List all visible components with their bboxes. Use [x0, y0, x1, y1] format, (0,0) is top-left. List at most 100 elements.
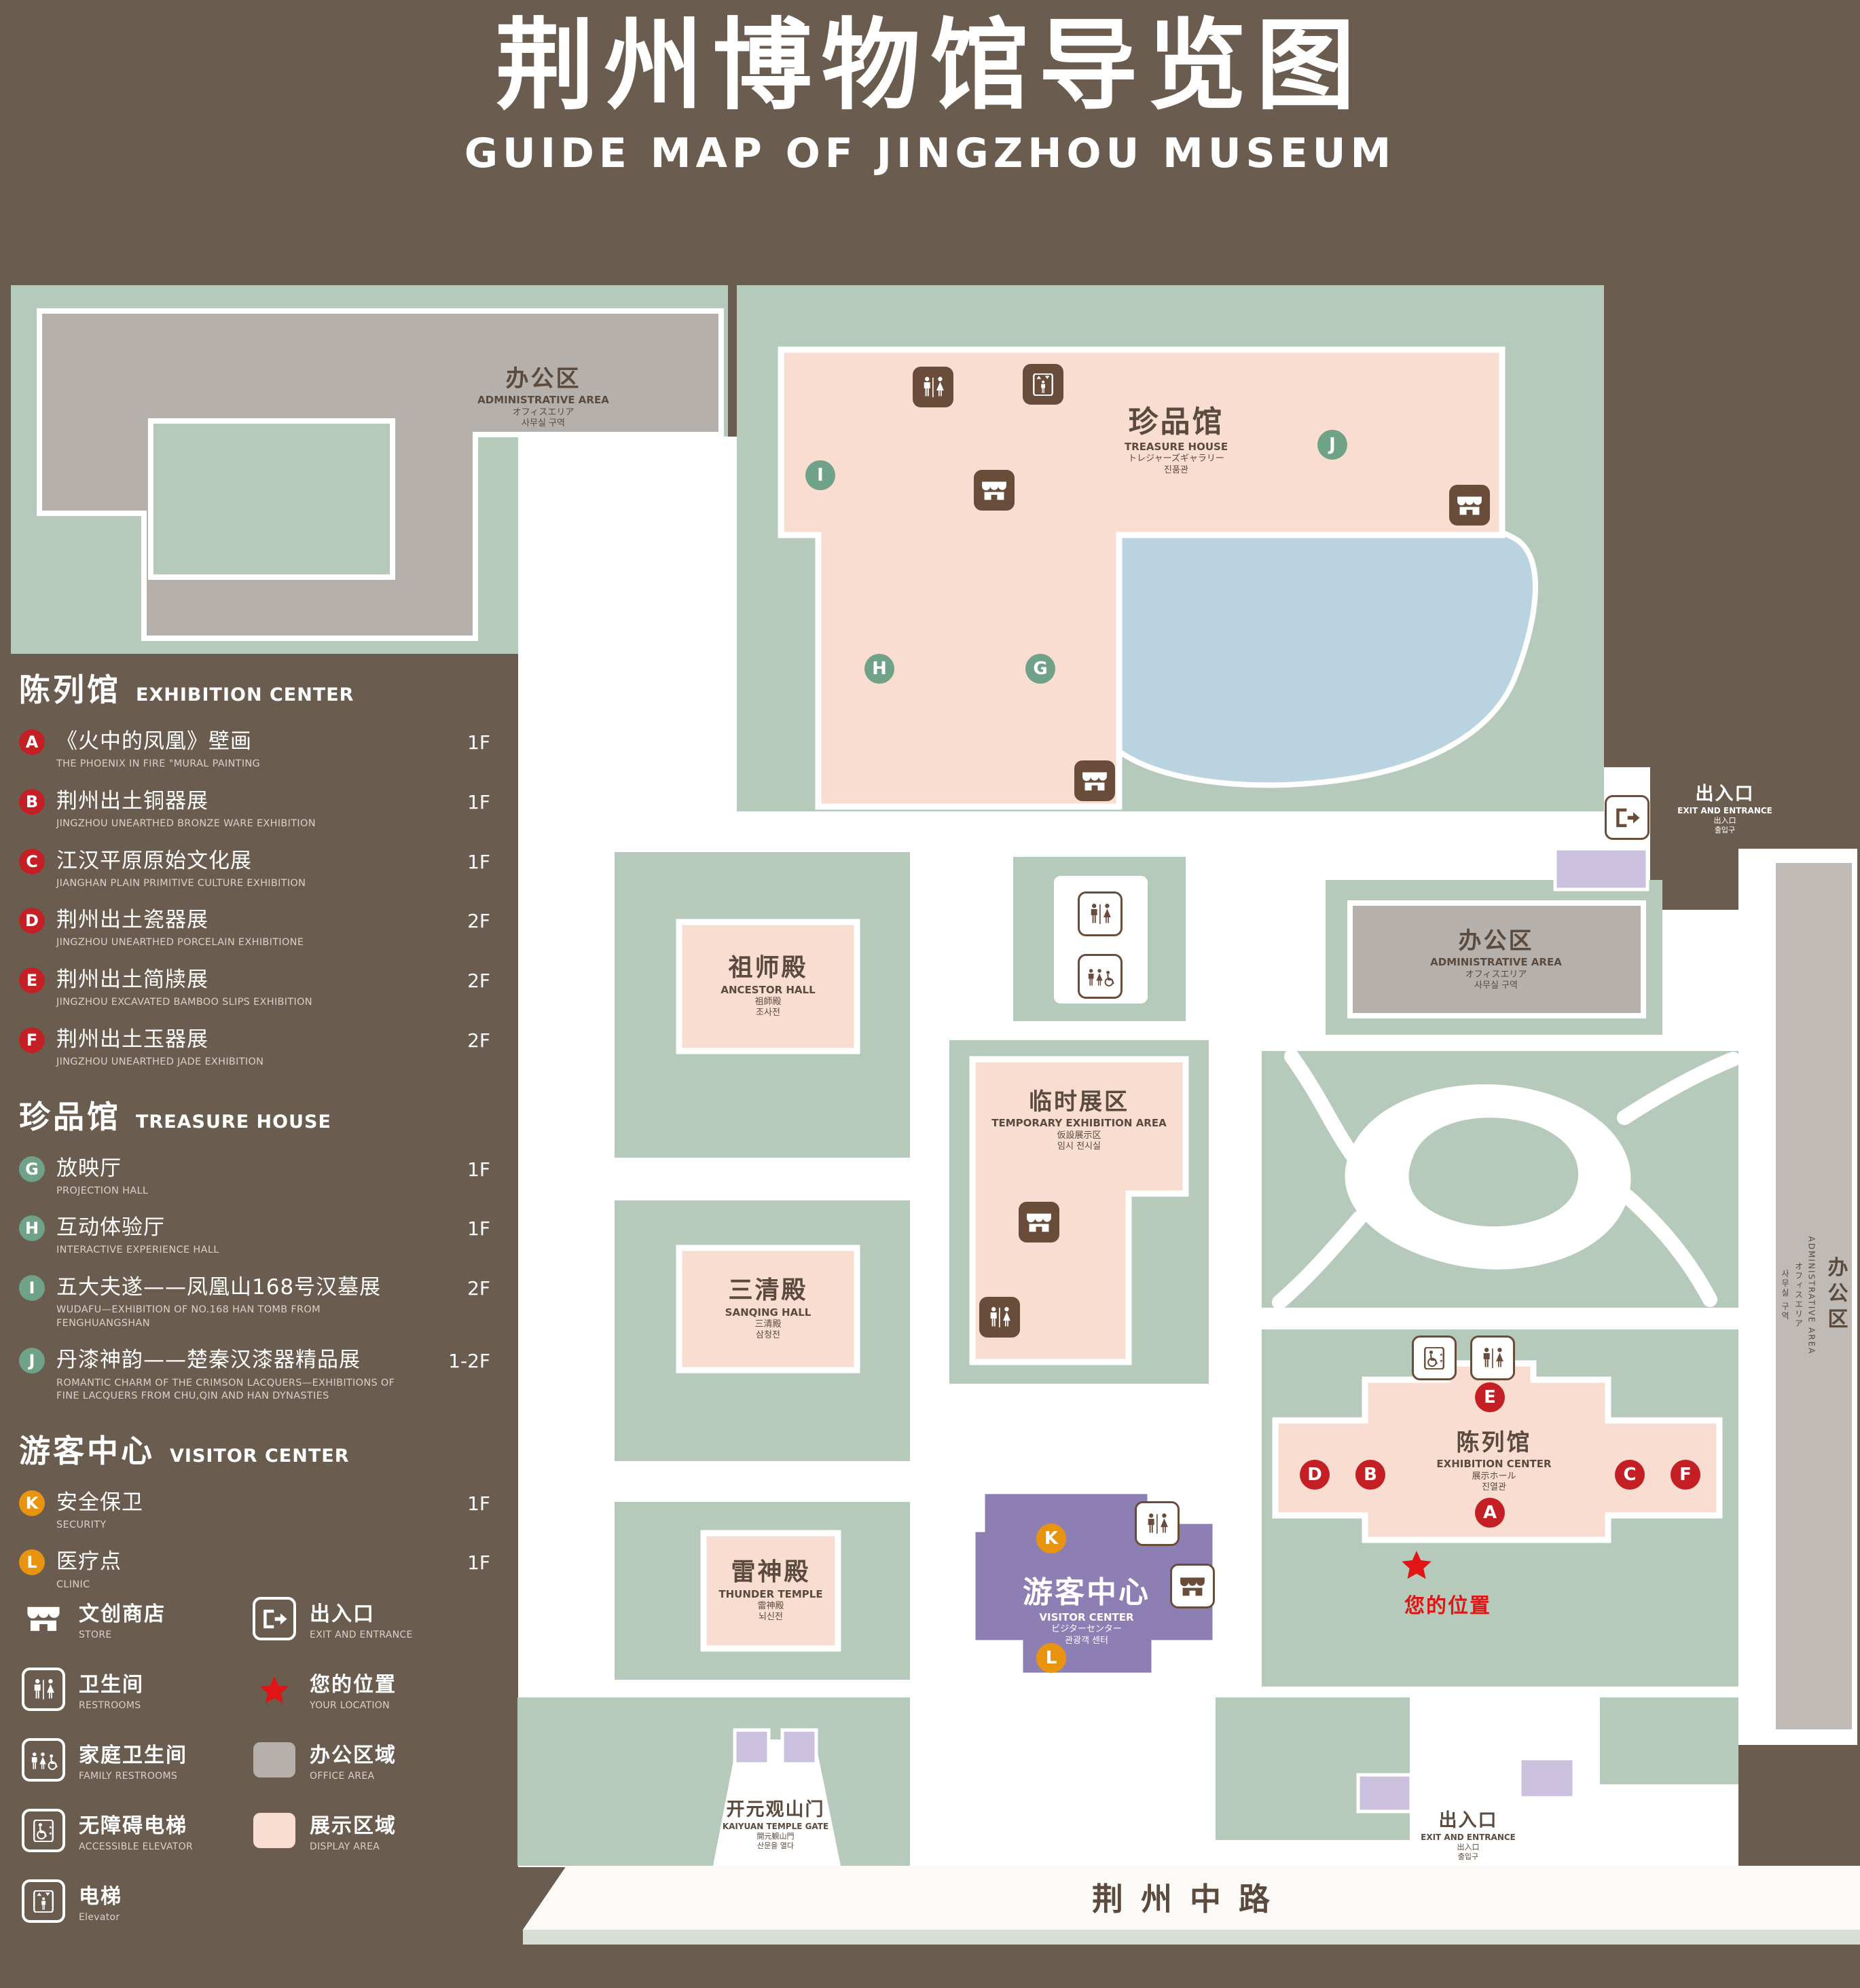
map-elevator-icon: [1023, 364, 1063, 405]
marker-badge-l: L: [19, 1549, 45, 1576]
legend-heading-treasure-house: 珍品馆 TREASURE HOUSE: [19, 1098, 331, 1135]
road-sidewalk: [523, 1930, 1860, 1945]
map-marker-d: D: [1300, 1460, 1330, 1490]
map-marker-i: I: [805, 460, 835, 490]
map-marker-g: G: [1025, 654, 1055, 684]
floor-label: 2F: [467, 970, 490, 992]
garden-island: [1408, 1118, 1579, 1227]
map-marker-k: K: [1036, 1524, 1066, 1553]
marker-badge-b: B: [19, 788, 45, 815]
legend-symbol-display-area: 展示区域 DISPLAY AREA: [250, 1809, 413, 1852]
treasure-house-building: [778, 346, 1506, 810]
map-marker-h: H: [864, 654, 894, 684]
your-location-icon: [1397, 1549, 1436, 1582]
legend-item-b: B 荆州出土铜器展 JINGZHOU UNEARTHED BRONZE WARE…: [19, 788, 511, 831]
legend-item-j: J 丹漆神韵——楚秦汉漆器精品展 ROMANTIC CHARM OF THE C…: [19, 1348, 511, 1403]
legend-symbol-family-restrooms: 家庭卫生间 FAMILY RESTROOMS: [19, 1738, 193, 1782]
legend-item-f: F 荆州出土玉器展 JINGZHOU UNEARTHED JADE EXHIBI…: [19, 1027, 511, 1069]
legend-heading-visitor-center: 游客中心 VISITOR CENTER: [19, 1432, 350, 1469]
legend-symbol-elevator: 电梯 Elevator: [19, 1879, 193, 1923]
legend-symbol-restrooms: 卫生间 RESTROOMS: [19, 1668, 193, 1711]
your-location-icon: [250, 1675, 299, 1704]
label-admin-area-east: 办公区 ADMINISTRATIVE AREA オフィスエリア 사무실 구역: [1780, 1236, 1848, 1355]
green-se-left: [1216, 1697, 1410, 1840]
map-store-icon: [1449, 485, 1490, 526]
label-admin-area-mid: 办公区 ADMINISTRATIVE AREA オフィスエリア 사무실 구역: [1430, 927, 1562, 991]
admin-nw-building: [37, 308, 724, 641]
marker-badge-h: H: [19, 1215, 45, 1242]
floor-label: 1F: [467, 1217, 490, 1240]
map-restroom-icon: [913, 367, 953, 407]
floor-label: 1F: [467, 790, 490, 813]
elevator-icon: [19, 1879, 68, 1923]
label-exit-east: 出入口 EXIT AND ENTRANCE 出入口 출입구: [1677, 784, 1772, 835]
label-kaiyuan-gate: 开元观山门 KAIYUAN TEMPLE GATE 開元観山門 산문을 열다: [722, 1799, 829, 1851]
marker-badge-i: I: [19, 1275, 45, 1301]
map-restroom-icon: [1470, 1336, 1515, 1380]
map-marker-l: L: [1036, 1643, 1066, 1673]
floor-label: 2F: [467, 1277, 490, 1300]
entrance-blocks: [733, 847, 1649, 1814]
map-marker-e: E: [1475, 1382, 1505, 1412]
label-admin-area-nw: 办公区 ADMINISTRATIVE AREA オフィスエリア 사무실 구역: [477, 365, 609, 428]
label-ancestor-hall: 祖师殿 ANCESTOR HALL 祖師殿 조사전: [721, 953, 816, 1018]
road-shape: [523, 1866, 1860, 1930]
temporary-building: [969, 1056, 1189, 1365]
legend-symbol-accessible-elevator: 无障碍电梯 ACCESSIBLE ELEVATOR: [19, 1809, 193, 1852]
map-restroom-icon: [979, 1297, 1020, 1338]
office-area-swatch: [250, 1742, 299, 1778]
display-area-swatch: [250, 1813, 299, 1848]
marker-badge-g: G: [19, 1156, 45, 1182]
legend-item-i: I 五大夫遂——凤凰山168号汉墓展 WUDAFU—EXHIBITION OF …: [19, 1275, 511, 1330]
label-exhibition-center: 陈列馆 EXHIBITION CENTER 展示ホール 진열관: [1436, 1429, 1552, 1492]
family-restroom-icon: [19, 1738, 68, 1782]
store-icon: [19, 1604, 68, 1634]
legend-item-h: H 互动体验厅 INTERACTIVE EXPERIENCE HALL 1F: [19, 1215, 511, 1257]
title-en: GUIDE MAP OF JINGZHOU MUSEUM: [464, 129, 1396, 177]
map-family-restroom-icon: [1078, 954, 1123, 999]
legend-item-e: E 荆州出土简牍展 JINGZHOU EXCAVATED BAMBOO SLIP…: [19, 968, 511, 1010]
legend-item-g: G 放映厅 PROJECTION HALL 1F: [19, 1156, 511, 1198]
accessible-elevator-icon: [19, 1809, 68, 1852]
label-visitor-center: 游客中心 VISITOR CENTER ビジターセンター 관광객 센터: [1023, 1575, 1150, 1646]
map-marker-c: C: [1615, 1460, 1645, 1490]
legend-symbol-your-location: 您的位置 YOUR LOCATION: [250, 1668, 413, 1711]
floor-label: 1F: [467, 731, 490, 754]
map-marker-a: A: [1475, 1498, 1505, 1528]
label-thunder-temple: 雷神殿 THUNDER TEMPLE 雷神殿 뇌신전: [718, 1558, 823, 1623]
legend-symbol-exit: 出入口 EXIT AND ENTRANCE: [250, 1597, 413, 1640]
title-zh: 荆州博物馆导览图: [495, 8, 1365, 124]
floor-label: 1F: [467, 1551, 490, 1575]
label-road: 荆州中路: [1092, 1881, 1288, 1917]
legend-item-k: K 安全保卫 SECURITY 1F: [19, 1490, 511, 1532]
map-exit-icon: [1605, 795, 1649, 840]
green-se-right: [1600, 1697, 1738, 1784]
map-restroom-icon: [1078, 891, 1123, 936]
ancestor-hall-building: [676, 919, 860, 1054]
legend-item-l: L 医疗点 CLINIC 1F: [19, 1549, 511, 1591]
label-exit-south: 出入口 EXIT AND ENTRANCE 出入口 출입구: [1421, 1810, 1516, 1862]
page-title: 荆州博物馆导览图 GUIDE MAP OF JINGZHOU MUSEUM: [0, 4, 1860, 177]
thunder-temple-building: [700, 1530, 841, 1652]
label-temporary-area: 临时展区 TEMPORARY EXHIBITION AREA 仮設展示区 임시 …: [991, 1088, 1167, 1152]
map-store-icon: [1019, 1202, 1059, 1242]
legend-heading-exhibition-center: 陈列馆 EXHIBITION CENTER: [19, 671, 354, 708]
floor-label: 1F: [467, 1492, 490, 1515]
sanqing-hall-building: [676, 1245, 860, 1374]
floor-label: 1F: [467, 1158, 490, 1181]
floor-label: 2F: [467, 1029, 490, 1052]
restroom-icon: [19, 1668, 68, 1711]
legend-item-a: A 《火中的凤凰》壁画 THE PHOENIX IN FIRE "MURAL P…: [19, 729, 511, 771]
legend-item-c: C 江汉平原原始文化展 JIANGHAN PLAIN PRIMITIVE CUL…: [19, 848, 511, 891]
legend-panel: 陈列馆 EXHIBITION CENTER A 《火中的凤凰》壁画 THE PH…: [19, 665, 511, 1609]
map-marker-j: J: [1317, 430, 1347, 460]
map-restroom-icon: [1135, 1501, 1180, 1546]
marker-badge-j: J: [19, 1348, 45, 1374]
admin-mid-building: [1347, 900, 1646, 1018]
marker-badge-a: A: [19, 729, 45, 755]
floor-label: 1-2F: [448, 1350, 490, 1373]
garden-paths: [1272, 1049, 1740, 1310]
floor-label: 1F: [467, 850, 490, 873]
